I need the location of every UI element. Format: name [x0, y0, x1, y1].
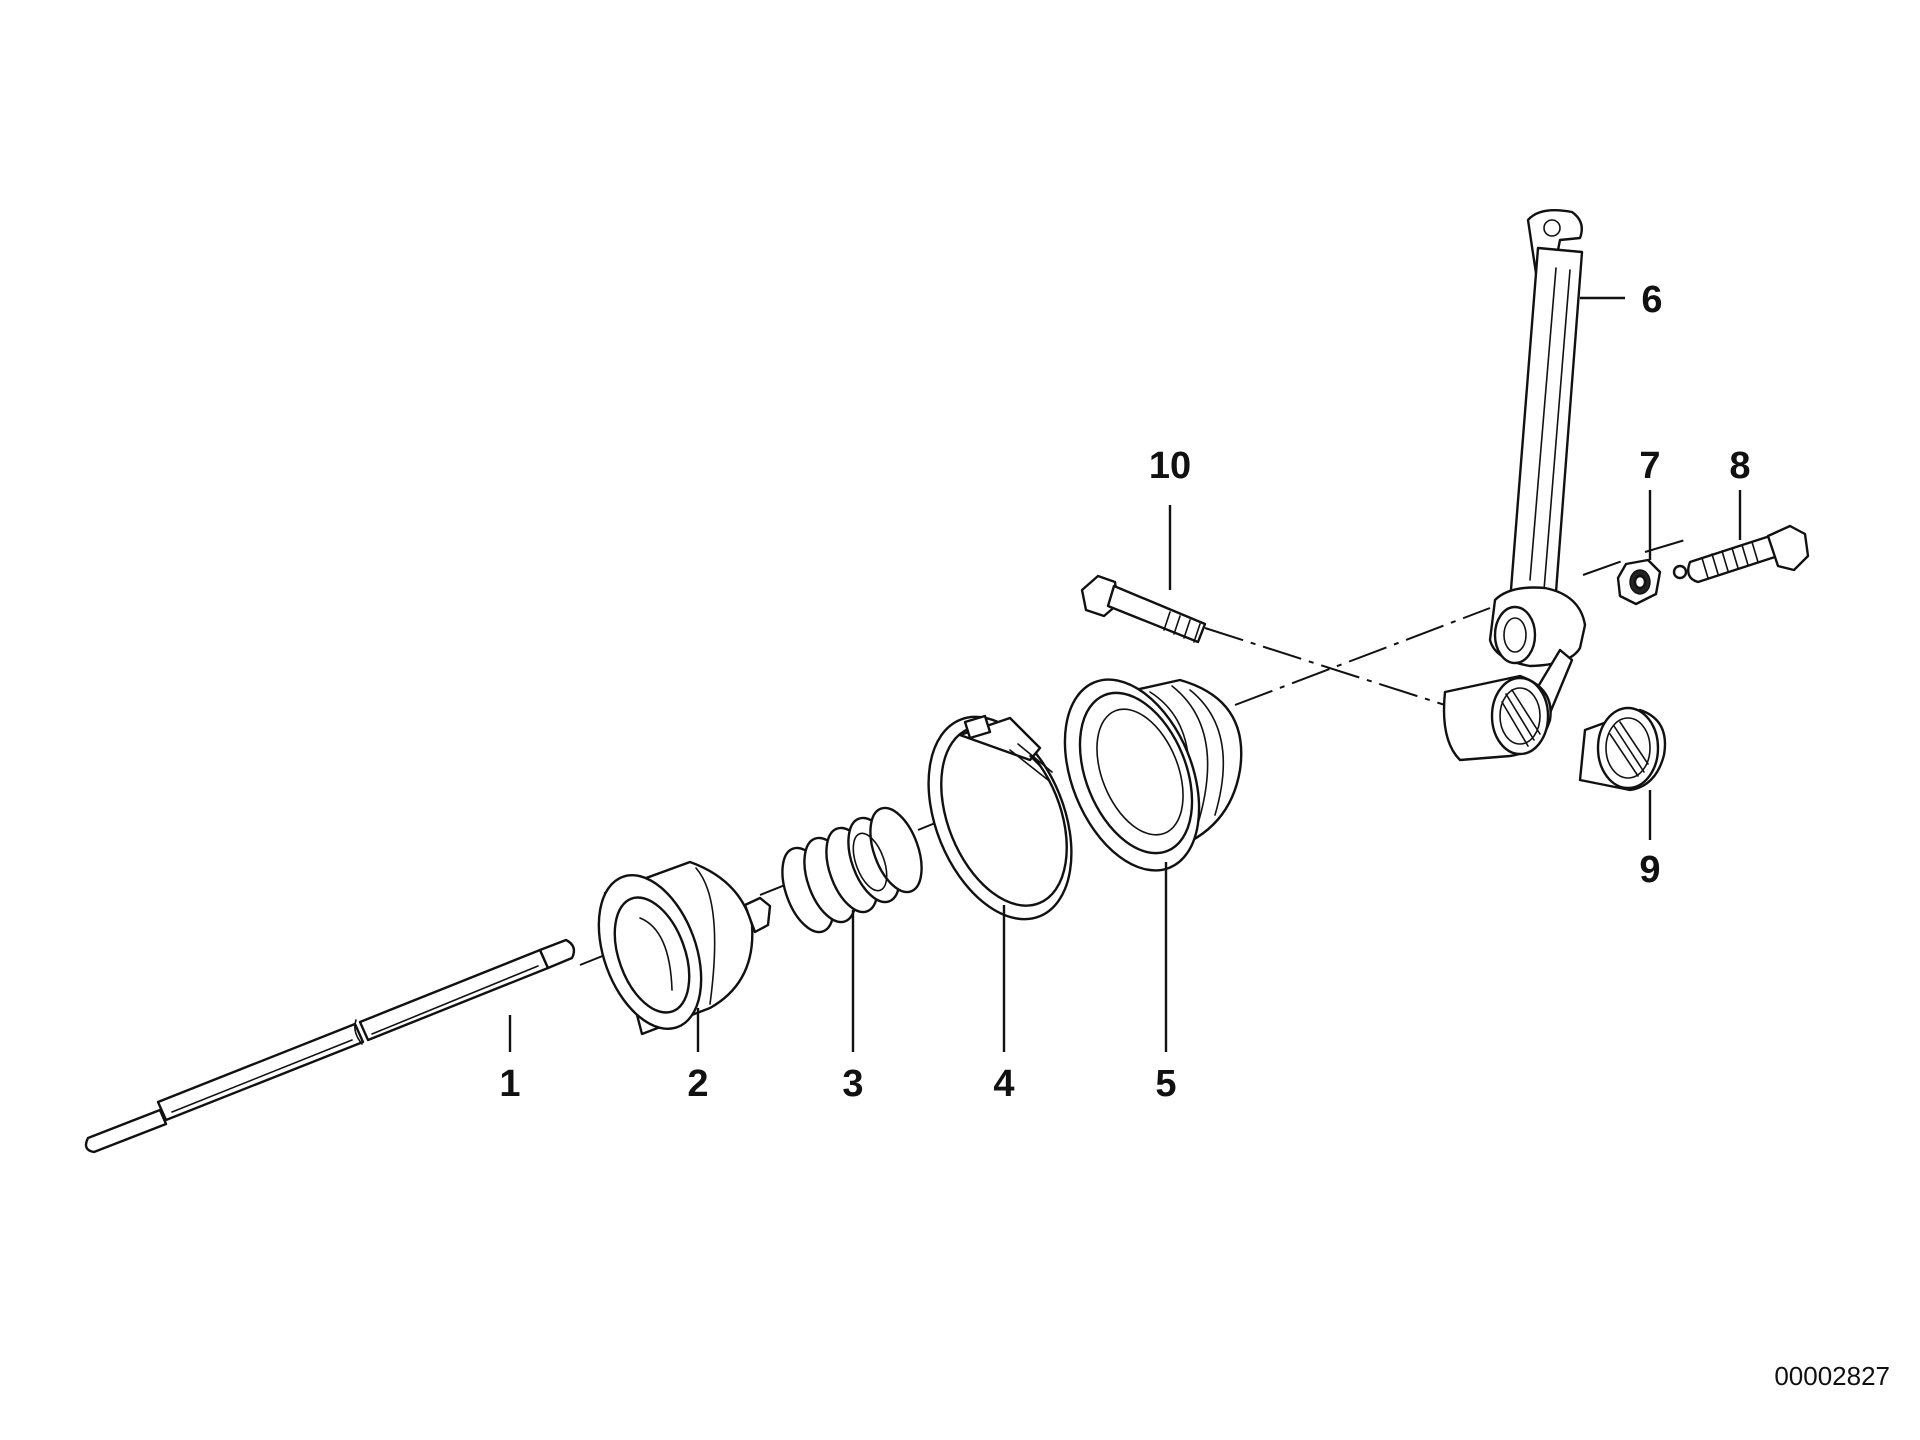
part-7-nut	[1616, 558, 1662, 606]
part-number-2: 2	[687, 1063, 708, 1105]
part-number-labels: 1 2 3 4 5 6 7 8 9 10	[499, 279, 1750, 1105]
part-number-7: 7	[1639, 445, 1660, 487]
part-number-10: 10	[1149, 445, 1191, 487]
assembly-axis	[579, 539, 1686, 966]
part-4-hose-clamp	[927, 714, 1073, 921]
part-number-5: 5	[1155, 1063, 1176, 1105]
part-10-bolt	[1080, 574, 1207, 644]
part-number-4: 4	[993, 1063, 1014, 1105]
leader-lines	[508, 296, 1742, 1052]
part-3-spring	[781, 806, 923, 934]
diagram-reference-number: 00002827	[1774, 1361, 1890, 1391]
part-number-1: 1	[499, 1063, 520, 1105]
part-number-9: 9	[1639, 849, 1660, 891]
part-1-shaft	[84, 938, 576, 1154]
part-5-rubber-boot	[1063, 678, 1243, 872]
part-number-8: 8	[1729, 445, 1750, 487]
part-9-needle-bearing	[1578, 706, 1667, 792]
part-6-lever	[1442, 209, 1587, 762]
part-8-screw	[1672, 524, 1810, 584]
part-2-cup	[597, 860, 772, 1036]
part-number-3: 3	[842, 1063, 863, 1105]
part-number-6: 6	[1641, 279, 1662, 321]
